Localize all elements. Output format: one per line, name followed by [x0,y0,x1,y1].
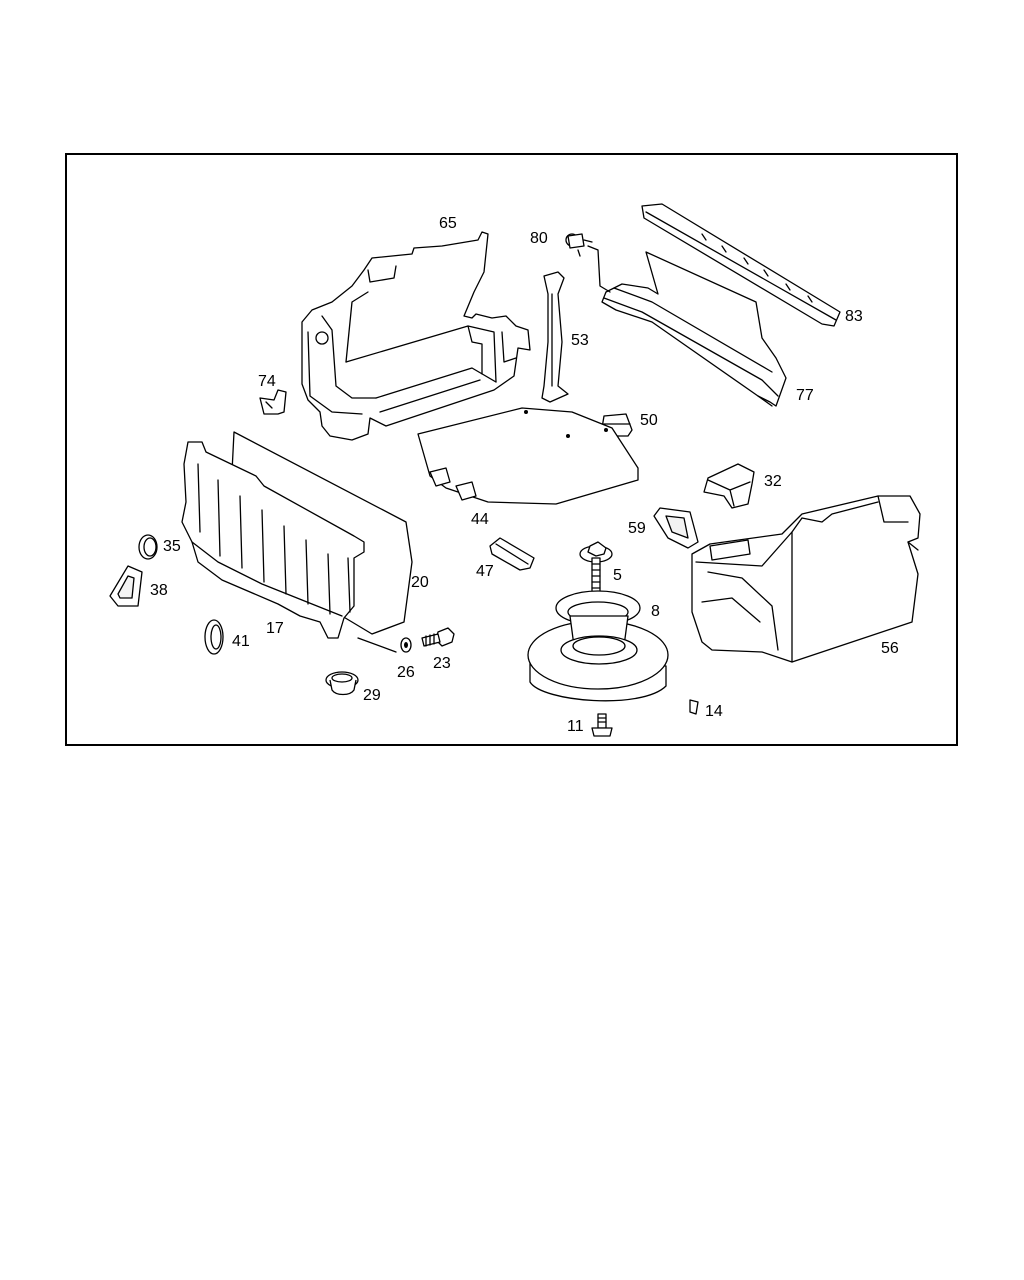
label-17: 17 [266,620,284,637]
label-8: 8 [651,603,660,620]
label-83: 83 [845,308,863,325]
part-53-strap [541,271,569,403]
part-23-screw [421,627,455,647]
part-74-bracket [259,389,287,415]
label-41: 41 [232,633,250,650]
part-labels: 65 80 83 53 77 74 50 44 32 59 35 20 47 5… [150,215,899,735]
label-35: 35 [163,538,181,555]
label-23: 23 [433,655,451,672]
part-80-clip [565,233,611,293]
label-26: 26 [397,664,415,681]
part-17-side-panel [181,441,397,653]
diagram-frame: 65 80 83 53 77 74 50 44 32 59 35 20 47 5… [65,153,958,746]
part-59-seal [653,507,699,549]
label-65: 65 [439,215,457,232]
label-59: 59 [628,520,646,537]
part-5-bolt [579,541,613,593]
part-44-floor-panel [417,407,639,505]
part-47-holder [489,537,535,571]
part-11-fastener [591,713,613,737]
label-29: 29 [363,687,381,704]
part-41-plug [204,619,224,655]
part-8-spare-wheel [527,590,669,702]
label-5: 5 [613,567,622,584]
part-56-side-trim [691,495,921,663]
label-50: 50 [640,412,658,429]
label-74: 74 [258,373,276,390]
part-14-clip [689,699,699,715]
label-32: 32 [764,473,782,490]
label-38: 38 [150,582,168,599]
label-14: 14 [705,703,723,720]
part-65-trunk-tub [301,231,531,441]
label-56: 56 [881,640,899,657]
label-80: 80 [530,230,548,247]
part-26-washer [400,637,412,653]
label-44: 44 [471,511,489,528]
part-29-grommet [325,671,359,696]
part-77-trim-strip [601,251,787,407]
part-38-seal [109,565,143,607]
label-47: 47 [476,563,494,580]
label-77: 77 [796,387,814,404]
part-35-ring [138,534,158,560]
label-11: 11 [567,718,584,735]
exploded-parts-diagram: 65 80 83 53 77 74 50 44 32 59 35 20 47 5… [109,203,921,737]
label-53: 53 [571,332,589,349]
part-83-upper-rail [641,203,841,327]
label-20: 20 [411,574,429,591]
part-32-bracket [703,463,755,509]
